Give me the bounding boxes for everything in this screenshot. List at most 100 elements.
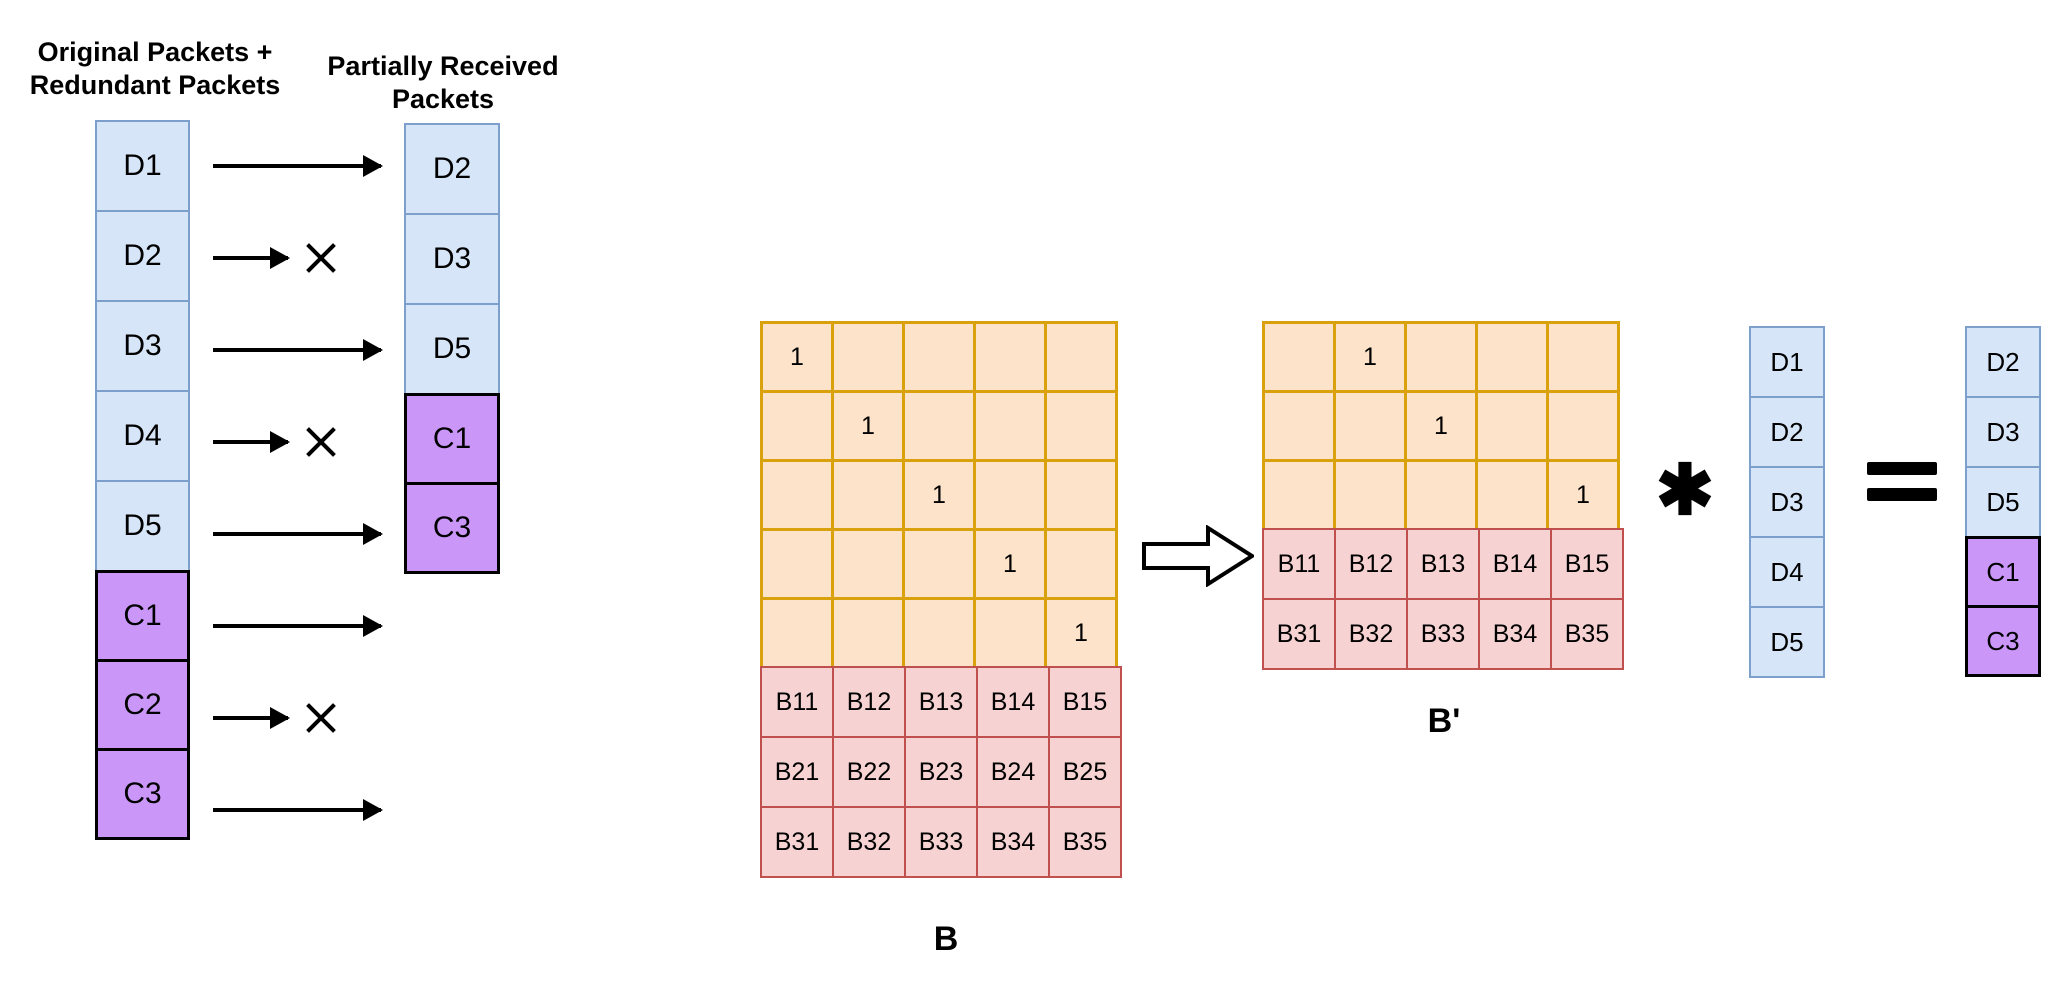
matrix-b-identity-row: 1 [760,597,1120,669]
matrix-b-coding-cell-b22: B22 [832,736,906,808]
matrix-b-coding-cell-b25: B25 [1048,736,1122,808]
transfer-row-d3 [213,330,381,370]
matrix-b-cell-r4c4: 1 [973,528,1047,600]
matrix-b-prime-cell-r3c4 [1475,459,1549,531]
received-packet-c3: C3 [404,482,500,574]
packet-label: D5 [1986,486,2020,517]
matrix-b-cell-r5c2 [831,597,905,669]
matrix-b-cell-r5c3 [902,597,976,669]
data-vector-item-d2: D2 [1749,396,1825,468]
matrix-b-prime-identity-row: 1 [1262,390,1622,462]
packet-loss-x-icon [302,699,340,737]
transfer-row-c1 [213,606,381,646]
matrix-b-cell-r5c5: 1 [1044,597,1118,669]
matrix-b-prime-cell-r3c1 [1262,459,1336,531]
matrix-b-cell-r4c5 [1044,528,1118,600]
packet-label: C1 [123,599,162,632]
matrix-b-prime-label: B' [1427,702,1461,740]
packet-label: C1 [1986,556,2020,587]
matrix-b-label: B [933,920,959,958]
matrix-b-cell-r3c1 [760,459,834,531]
original-packet-c1: C1 [95,570,190,662]
matrix-b-coding-cell-b35: B35 [1048,806,1122,878]
received-packet-d2: D2 [404,123,500,215]
received-packet-c1: C1 [404,393,500,485]
matrix-b-prime-coding-cell-b15: B15 [1550,528,1624,600]
matrix-b-prime-cell-r1c1 [1262,321,1336,393]
result-vector-item-d2: D2 [1965,326,2041,398]
result-vector-item-c3: C3 [1965,605,2041,677]
matrix-b-cell-r1c2 [831,321,905,393]
original-packet-c2: C2 [95,659,190,751]
matrix-b-prime-cell-r3c3 [1404,459,1478,531]
packet-loss-x-icon [302,239,340,277]
matrix-b-cell-r3c4 [973,459,1047,531]
matrix-b-identity-row: 1 [760,459,1120,531]
matrix-b-coding-cell-b34: B34 [976,806,1050,878]
equals-bar-bottom [1867,488,1937,501]
matrix-b-prime-cell-r2c2 [1333,390,1407,462]
matrix-b-prime-coding-cell-b35: B35 [1550,598,1624,670]
matrix-b-prime-cell-r3c2 [1333,459,1407,531]
data-vector-item-d4: D4 [1749,536,1825,608]
matrix-b-coding-cell-b33: B33 [904,806,978,878]
matrix-b-cell-r5c1 [760,597,834,669]
transfer-row-d4 [213,422,340,462]
packet-label: D1 [1770,346,1804,377]
packet-label: D3 [432,242,472,275]
packet-label: D2 [432,152,472,185]
matrix-b-prime-coding-cell-b31: B31 [1262,598,1336,670]
matrix-b-cell-r3c5 [1044,459,1118,531]
packet-label: D5 [123,509,162,542]
original-packet-d2: D2 [95,210,190,302]
transfer-row-d1 [213,146,381,186]
matrix-b-prime-cell-r2c5 [1546,390,1620,462]
packet-label: C3 [432,511,472,544]
matrix-b-prime-cell-r1c2: 1 [1333,321,1407,393]
packet-label: D2 [1986,346,2020,377]
matrix-b-coding-cell-b31: B31 [760,806,834,878]
matrix-b-prime-coding-cell-b13: B13 [1406,528,1480,600]
delivered-arrow-icon [213,532,381,536]
delivered-arrow-icon [213,348,381,352]
original-packet-c3: C3 [95,748,190,840]
lost-arrow-icon [213,256,288,260]
matrix-b-identity-row: 1 [760,321,1120,393]
matrix-b-prime-cell-r2c3: 1 [1404,390,1478,462]
delivered-arrow-icon [213,808,381,812]
packet-label: D5 [1770,626,1804,657]
matrix-b-cell-r1c1: 1 [760,321,834,393]
transfer-row-d2 [213,238,340,278]
packet-label: D5 [432,332,472,365]
packet-label: C3 [123,777,162,810]
packet-label: D3 [123,329,162,362]
matrix-b-cell-r1c5 [1044,321,1118,393]
packet-label: D2 [1770,416,1804,447]
matrix-b-cell-r3c2 [831,459,905,531]
packet-label: D4 [123,419,162,452]
transfer-row-c3 [213,790,381,830]
data-vector-item-d5: D5 [1749,606,1825,678]
matrix-b-cell-r4c2 [831,528,905,600]
matrix-b-prime-cell-r2c1 [1262,390,1336,462]
delivered-arrow-icon [213,624,381,628]
matrix-b-cell-r2c4 [973,390,1047,462]
equals-bar-top [1867,462,1937,475]
matrix-b-coding-cell-b13: B13 [904,666,978,738]
matrix-b-coding-cell-b24: B24 [976,736,1050,808]
packet-label: C3 [1986,625,2020,656]
matrix-b-identity-row: 1 [760,390,1120,462]
original-packet-d1: D1 [95,120,190,212]
packet-label: D4 [1770,556,1804,587]
matrix-b-prime-cell-r1c4 [1475,321,1549,393]
matrix-b-cell-r5c4 [973,597,1047,669]
equals-operator-icon [1862,462,1942,522]
result-vector-item-d3: D3 [1965,396,2041,468]
packet-label: D2 [123,239,162,272]
